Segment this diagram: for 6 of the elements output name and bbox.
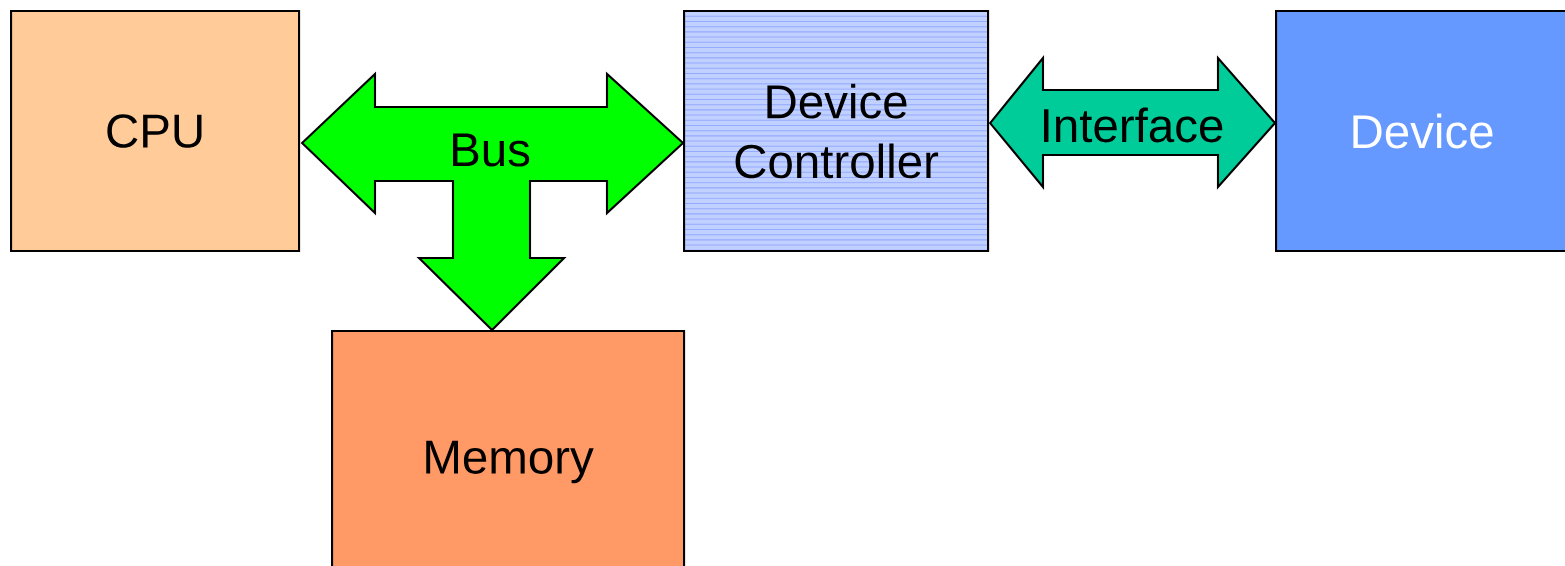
controller-box: Device Controller <box>683 10 990 253</box>
edge-label: Bus <box>445 129 535 171</box>
memory-box: Memory <box>331 330 686 566</box>
edge-label: Interface <box>1036 104 1228 146</box>
cpu-box: CPU <box>10 10 301 253</box>
device-box: Device <box>1275 10 1565 253</box>
